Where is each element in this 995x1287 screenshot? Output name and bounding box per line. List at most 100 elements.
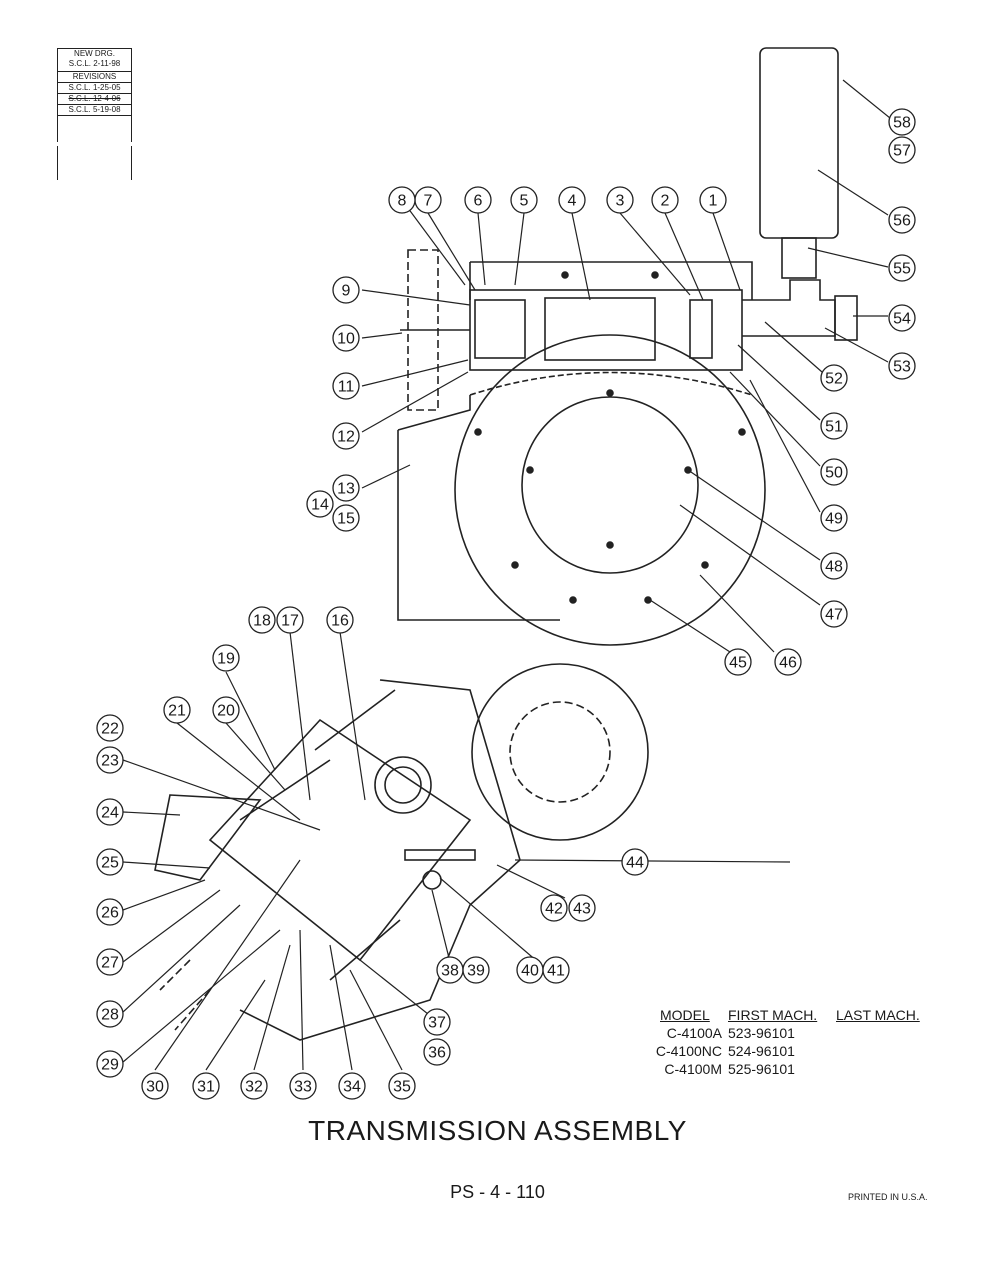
callout-number: 45 (729, 655, 747, 672)
leader-lines (122, 79, 891, 1071)
callout-29: 29 (96, 1050, 124, 1078)
callout-number: 42 (545, 901, 563, 918)
callout-balloon (332, 422, 360, 450)
callout-number: 50 (825, 465, 843, 482)
lower-assembly (154, 663, 649, 1041)
callout-balloon (820, 504, 848, 532)
callout-number: 20 (217, 703, 235, 720)
callout-15: 15 (332, 504, 360, 532)
callout-6: 6 (464, 186, 492, 214)
callout-balloon (289, 1072, 317, 1100)
callout-number: 55 (893, 261, 911, 278)
callout-number: 12 (337, 429, 355, 446)
revision-blank (58, 116, 131, 142)
callout-38: 38 (436, 956, 464, 984)
callout-58: 58 (888, 108, 916, 136)
callout-balloon (464, 186, 492, 214)
callout-number: 56 (893, 213, 911, 230)
callout-17: 17 (276, 606, 304, 634)
callout-number: 41 (547, 963, 565, 980)
revision-block-frame (57, 146, 132, 180)
callout-number: 15 (337, 511, 355, 528)
callout-25: 25 (96, 848, 124, 876)
callout-balloon (462, 956, 490, 984)
page-title: TRANSMISSION ASSEMBLY (308, 1115, 687, 1146)
callout-7: 7 (414, 186, 442, 214)
callout-number: 29 (101, 1057, 119, 1074)
model-row: C-4100NC 524-96101 (636, 1042, 936, 1060)
printed-notice: PRINTED IN U.S.A. (848, 1192, 928, 1202)
callout-12: 12 (332, 422, 360, 450)
first-mach: 524-96101 (728, 1043, 795, 1059)
callout-number: 39 (467, 963, 485, 980)
callout-number: 27 (101, 955, 119, 972)
callout-balloon (606, 186, 634, 214)
last-mach (836, 1024, 936, 1042)
callout-balloon (326, 606, 354, 634)
callout-42: 42 (540, 894, 568, 922)
model-row: C-4100A 523-96101 (636, 1024, 936, 1042)
callout-26: 26 (96, 898, 124, 926)
callout-balloon (774, 648, 802, 676)
callout-19: 19 (212, 644, 240, 672)
callout-number: 52 (825, 371, 843, 388)
callout-number: 13 (337, 481, 355, 498)
callout-balloon (621, 848, 649, 876)
callout-44: 44 (621, 848, 649, 876)
callout-41: 41 (542, 956, 570, 984)
col-header-model: MODEL (660, 1007, 710, 1023)
callout-14: 14 (306, 490, 334, 518)
new-drawing-cell: NEW DRG. S.C.L. 2-11-98 (58, 49, 131, 72)
callout-number: 31 (197, 1079, 215, 1096)
new-drawing-label: NEW DRG. (74, 49, 115, 58)
callout-35: 35 (388, 1072, 416, 1100)
callout-balloon (888, 206, 916, 234)
callout-9: 9 (332, 276, 360, 304)
callout-10: 10 (332, 324, 360, 352)
callout-54: 54 (888, 304, 916, 332)
callout-34: 34 (338, 1072, 366, 1100)
callout-number: 48 (825, 559, 843, 576)
model-table-header: MODEL FIRST MACH. LAST MACH. (636, 1006, 936, 1024)
revision-entry: S.C.L. 1-25-05 (58, 83, 131, 94)
callout-balloon (820, 364, 848, 392)
callout-number: 1 (709, 193, 718, 210)
callout-2: 2 (651, 186, 679, 214)
callout-balloon (332, 504, 360, 532)
callout-21: 21 (163, 696, 191, 724)
callout-balloon (558, 186, 586, 214)
callout-balloon (510, 186, 538, 214)
callout-52: 52 (820, 364, 848, 392)
callout-number: 7 (424, 193, 433, 210)
callout-balloon (888, 136, 916, 164)
callout-balloon (212, 696, 240, 724)
callout-balloon (388, 186, 416, 214)
callout-balloon (651, 186, 679, 214)
revision-entry: S.C.L. 12-4-06 (58, 94, 131, 105)
callout-balloon (163, 696, 191, 724)
callout-balloon (568, 894, 596, 922)
callout-number: 51 (825, 419, 843, 436)
callout-balloon (423, 1038, 451, 1066)
callout-number: 38 (441, 963, 459, 980)
callout-balloon (96, 1000, 124, 1028)
callout-balloon (820, 412, 848, 440)
callout-balloon (276, 606, 304, 634)
callout-8: 8 (388, 186, 416, 214)
callout-balloon (96, 948, 124, 976)
model-name: C-4100NC (655, 1043, 722, 1059)
callout-balloon (724, 648, 752, 676)
callout-balloon (212, 644, 240, 672)
callout-number: 47 (825, 607, 843, 624)
callout-balloon (388, 1072, 416, 1100)
callout-33: 33 (289, 1072, 317, 1100)
callout-balloon (820, 600, 848, 628)
callout-number: 14 (311, 497, 329, 514)
callout-balloon (332, 276, 360, 304)
callout-number: 57 (893, 143, 911, 160)
callout-number: 34 (343, 1079, 361, 1096)
callout-30: 30 (141, 1072, 169, 1100)
revision-block: NEW DRG. S.C.L. 2-11-98 REVISIONS S.C.L.… (57, 48, 132, 142)
callout-number: 37 (428, 1015, 446, 1032)
model-name: C-4100A (666, 1025, 722, 1041)
